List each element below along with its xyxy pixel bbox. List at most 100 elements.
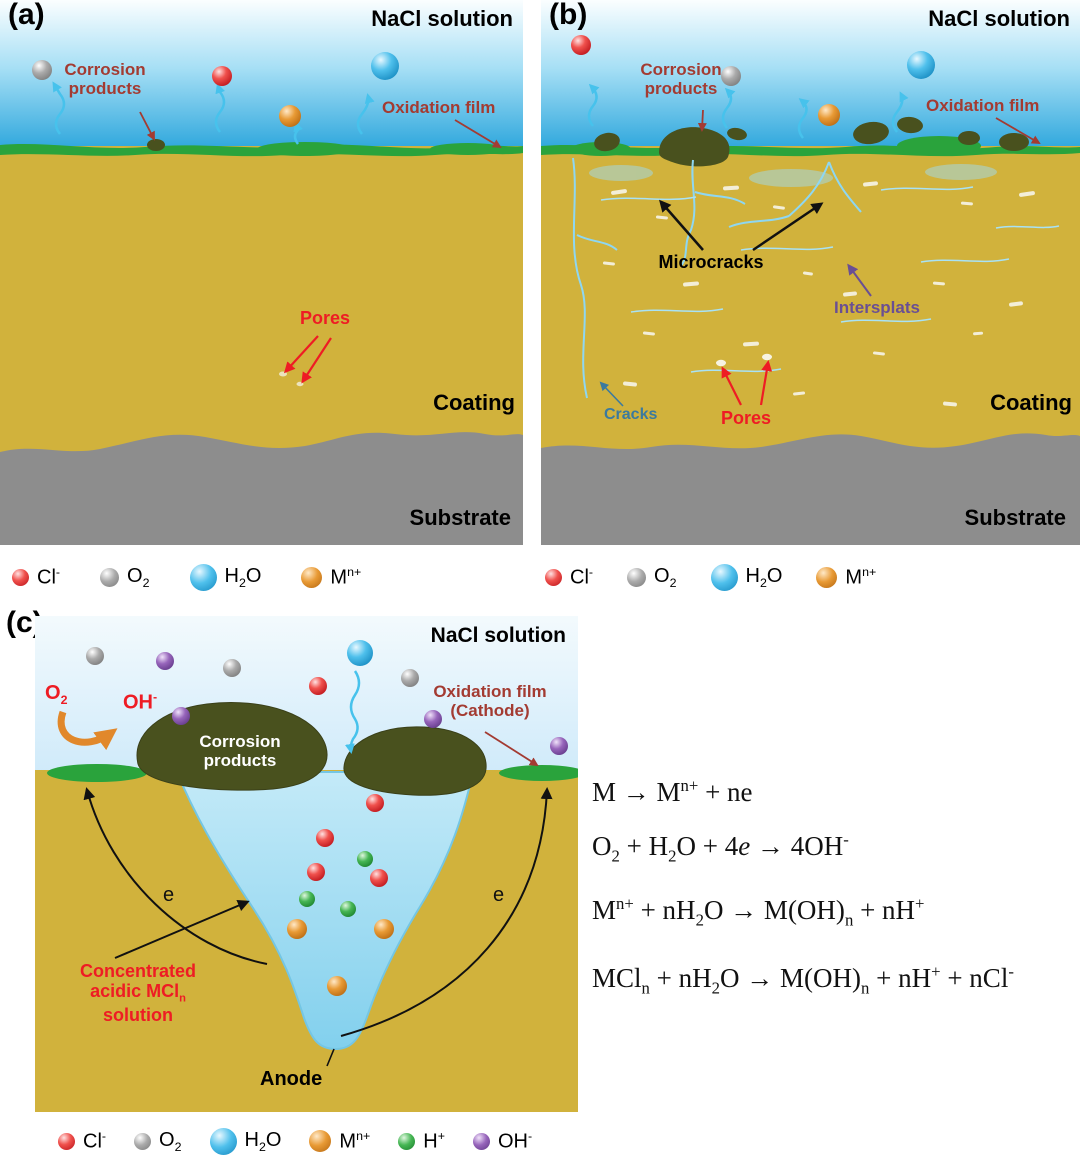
- metal-ion: [818, 104, 840, 126]
- o2-icon: [100, 567, 120, 587]
- legend-item-cl: Cl-: [545, 565, 593, 590]
- legend-item-mn: Mn+: [816, 565, 876, 590]
- cracks-pointer: [599, 381, 624, 407]
- legend-item-mn: Mn+: [301, 565, 361, 590]
- o2-molecule: [32, 60, 52, 80]
- label-pointers: [697, 109, 1041, 145]
- cl-ion: [212, 66, 232, 86]
- intersplats-label: Intersplats: [834, 298, 920, 317]
- cl-ion: [316, 829, 334, 847]
- oh-ion: [550, 737, 568, 755]
- pore-pointer-arrows: [721, 360, 773, 406]
- electron-label-right: e: [493, 884, 505, 906]
- oxidation-film-cathode-label: Oxidation film (Cathode): [433, 682, 547, 721]
- legend-label: H2O: [224, 564, 262, 590]
- anode-label: Anode: [260, 1068, 323, 1090]
- solution-molecules: [571, 35, 935, 126]
- oxygen-label: O2: [45, 682, 68, 707]
- oh-ion: [424, 710, 442, 728]
- metal-ion-icon: [816, 566, 838, 588]
- legend-item-cl: Cl-: [12, 565, 60, 590]
- cl-ion: [307, 863, 325, 881]
- water-molecule: [371, 52, 399, 80]
- metal-ion: [279, 105, 301, 127]
- legend-item-h2o: H2O: [710, 563, 783, 591]
- h2o-icon: [209, 1127, 237, 1155]
- pores-label: Pores: [300, 308, 351, 328]
- oh-ion: [156, 652, 174, 670]
- diffusion-arrows: [52, 81, 375, 145]
- legend-label: H2O: [745, 564, 783, 590]
- o2-molecule: [223, 659, 241, 677]
- anode-pointer: [326, 1048, 335, 1067]
- substrate-label: Substrate: [964, 505, 1066, 530]
- legend-item-o2: O2: [627, 565, 677, 590]
- panel-a-graphic: [0, 0, 523, 545]
- label-pointers: [139, 111, 502, 149]
- h2o-icon: [710, 563, 738, 591]
- intersplat-arrow: [847, 263, 872, 297]
- cl-ion: [366, 794, 384, 812]
- nacl-solution-label: NaCl solution: [430, 624, 566, 647]
- metal-ion: [374, 919, 394, 939]
- legend-label: Mn+: [339, 1128, 371, 1153]
- legend-panel-c: Cl- O2 H2O Mn+ H+ OH-: [58, 1124, 532, 1158]
- panel-b-graphic: [541, 0, 1080, 545]
- substrate-layer: [541, 433, 1080, 545]
- corrosion-products-label: Corrosion products: [199, 732, 281, 771]
- solution-molecules: [86, 640, 568, 755]
- legend-item-oh: OH-: [472, 1129, 532, 1154]
- o2-icon: [134, 1132, 152, 1150]
- cracks-label: Cracks: [604, 406, 658, 423]
- legend-item-h2o: H2O: [209, 1127, 281, 1155]
- oh-ion-icon: [472, 1132, 490, 1150]
- substrate-layer: [0, 432, 523, 545]
- corrosion-products-label: Corrosion products: [640, 60, 722, 99]
- solution-sky: [0, 0, 523, 152]
- legend-panel-a: Cl- O2 H2O Mn+: [12, 560, 361, 594]
- legend-item-o2: O2: [100, 564, 150, 590]
- cracks-network: [572, 157, 862, 399]
- metal-ion-icon: [309, 1130, 332, 1152]
- cl-ion: [571, 35, 591, 55]
- legend-item-h2o: H2O: [189, 563, 262, 591]
- substrate-label: Substrate: [409, 505, 511, 530]
- water-molecule: [347, 640, 373, 666]
- h-ion: [299, 891, 315, 907]
- panel-a: (a) NaCl solution Corrosion products Oxi…: [0, 0, 523, 545]
- cl-ion-icon: [12, 568, 29, 586]
- panel-c-graphic: [35, 616, 578, 1112]
- oh-ion: [172, 707, 190, 725]
- electron-label-left: e: [163, 884, 175, 906]
- corrosion-product-blob: [147, 139, 165, 151]
- microcracks-label: Microcracks: [658, 252, 764, 272]
- water-molecule: [907, 51, 935, 79]
- o2-molecule: [401, 669, 419, 687]
- legend-item-mn: Mn+: [309, 1129, 370, 1154]
- equation-chloride-hydrolysis: MCln + nH2O → M(OH)n + nH+ + nCl-: [592, 962, 1014, 998]
- cathode-pointer: [484, 731, 539, 767]
- oxygen-reduction-arrow: [57, 710, 118, 751]
- legend-label: O2: [127, 564, 150, 590]
- electron-path-arrows: [83, 787, 553, 1037]
- legend-panel-b: Cl- O2 H2O Mn+: [545, 560, 876, 594]
- corrosion-products-label: Corrosion products: [64, 60, 146, 99]
- legend-label: Cl-: [570, 564, 594, 589]
- equation-hydrolysis: Mn+ + nH2O → M(OH)n + nH+: [592, 894, 925, 930]
- panel-c: NaCl solution O2 OH- Oxidation film (Cat…: [35, 616, 578, 1112]
- o2-molecule: [86, 647, 104, 665]
- oxidation-film: [0, 142, 523, 157]
- legend-item-o2: O2: [134, 1129, 182, 1154]
- metal-ion: [327, 976, 347, 996]
- solution-sky: [541, 0, 1080, 152]
- cl-ion: [309, 677, 327, 695]
- legend-label: H+: [423, 1128, 445, 1153]
- h2o-icon: [189, 563, 217, 591]
- metal-ion: [287, 919, 307, 939]
- h-ion: [340, 901, 356, 917]
- o2-molecule: [721, 66, 741, 86]
- legend-label: Cl-: [37, 564, 61, 589]
- legend-item-cl: Cl-: [58, 1129, 106, 1154]
- solution-ingress: [589, 164, 997, 187]
